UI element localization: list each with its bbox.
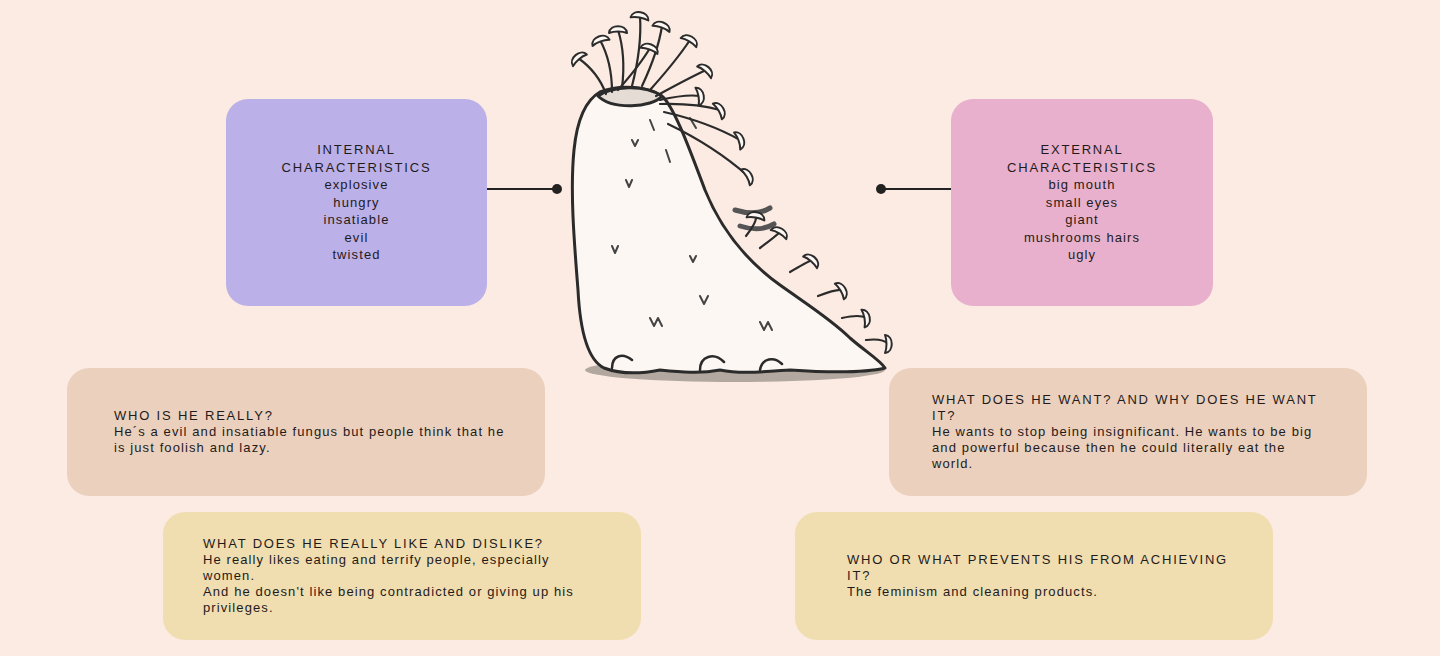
mushroom-stem (660, 104, 720, 110)
mushroom-stem (818, 290, 842, 296)
mushroom-cap (713, 100, 728, 119)
box-heading: WHO OR WHAT PREVENTS HIS FROM ACHIEVING … (847, 552, 1235, 584)
question-box: WHO IS HE REALLY?He´s a evil and insatia… (67, 368, 545, 496)
mushroom-cap (734, 130, 746, 149)
box-heading: WHO IS HE REALLY? (114, 408, 507, 424)
mushroom-stem (668, 124, 748, 176)
mushroom-stem (578, 58, 606, 94)
neck-stripes (735, 208, 774, 229)
mushroom-hair (569, 11, 892, 353)
mushroom-cap (631, 11, 650, 21)
leader-line (487, 188, 557, 190)
fur-tufts (612, 118, 772, 330)
leader-line (881, 188, 951, 190)
mushroom-cap (861, 308, 871, 327)
monster-feet (612, 356, 782, 370)
mushroom-stem (760, 232, 780, 248)
question-box: WHAT DOES HE WANT? AND WHY DOES HE WANT … (889, 368, 1367, 496)
mushroom-cap (771, 224, 790, 239)
mushroom-cap (741, 166, 756, 185)
mushroom-cap (653, 19, 672, 31)
box-heading: EXTERNAL CHARACTERISTICS (967, 141, 1197, 176)
question-box: WHO OR WHAT PREVENTS HIS FROM ACHIEVING … (795, 512, 1273, 640)
box-text: insatiable (242, 211, 471, 229)
leader-dot (876, 184, 886, 194)
box-text: evil (242, 229, 471, 247)
box-heading: WHAT DOES HE WANT? AND WHY DOES HE WANT … (932, 392, 1329, 424)
mushroom-stem (618, 30, 623, 88)
mushroom-cap (695, 86, 705, 105)
mushroom-stem (618, 48, 650, 90)
box-heading: WHAT DOES HE REALLY LIKE AND DISLIKE? (203, 536, 603, 552)
mushroom-cap (681, 32, 700, 47)
box-text: And he doesn't like being contradicted o… (203, 584, 603, 616)
box-heading: INTERNAL CHARACTERISTICS (242, 141, 471, 176)
mushroom-stem (632, 16, 640, 86)
box-text: small eyes (967, 194, 1197, 212)
mushroom-stem (790, 260, 812, 272)
mushroom-cap (569, 49, 587, 66)
leader-lines (487, 184, 951, 194)
box-text: explosive (242, 176, 471, 194)
box-text: ugly (967, 246, 1197, 264)
mushroom-cap (885, 335, 892, 353)
mushroom-cap (641, 41, 660, 53)
box-text: hungry (242, 194, 471, 212)
trait-box: EXTERNAL CHARACTERISTICSbig mouthsmall e… (951, 99, 1213, 306)
mushroom-stem (660, 96, 700, 101)
question-box: WHAT DOES HE REALLY LIKE AND DISLIKE?He … (163, 512, 641, 640)
mushroom-cap (590, 33, 609, 45)
box-text: The feminism and cleaning products. (847, 584, 1235, 600)
box-text: He really likes eating and terrify peopl… (203, 552, 603, 584)
box-text: twisted (242, 246, 471, 264)
mushroom-cap (609, 26, 627, 33)
box-text: He wants to stop being insignificant. He… (932, 424, 1329, 472)
mushroom-cap (697, 61, 715, 78)
box-text: He´s a evil and insatiable fungus but pe… (114, 424, 507, 456)
box-text: mushrooms hairs (967, 229, 1197, 247)
mushroom-stem (866, 340, 888, 345)
leader-dot (552, 184, 562, 194)
mushroom-cap (747, 211, 766, 221)
mushroom-stem (842, 316, 866, 318)
monster-mouth (598, 88, 662, 106)
trait-box: INTERNAL CHARACTERISTICSexplosivehungryi… (226, 99, 487, 306)
box-text: big mouth (967, 176, 1197, 194)
mushroom-stem (746, 216, 756, 236)
mushroom-stem (664, 112, 740, 140)
monster-body (572, 87, 885, 373)
box-text: giant (967, 211, 1197, 229)
mushroom-cap (803, 251, 821, 268)
mushroom-cap (835, 280, 850, 299)
